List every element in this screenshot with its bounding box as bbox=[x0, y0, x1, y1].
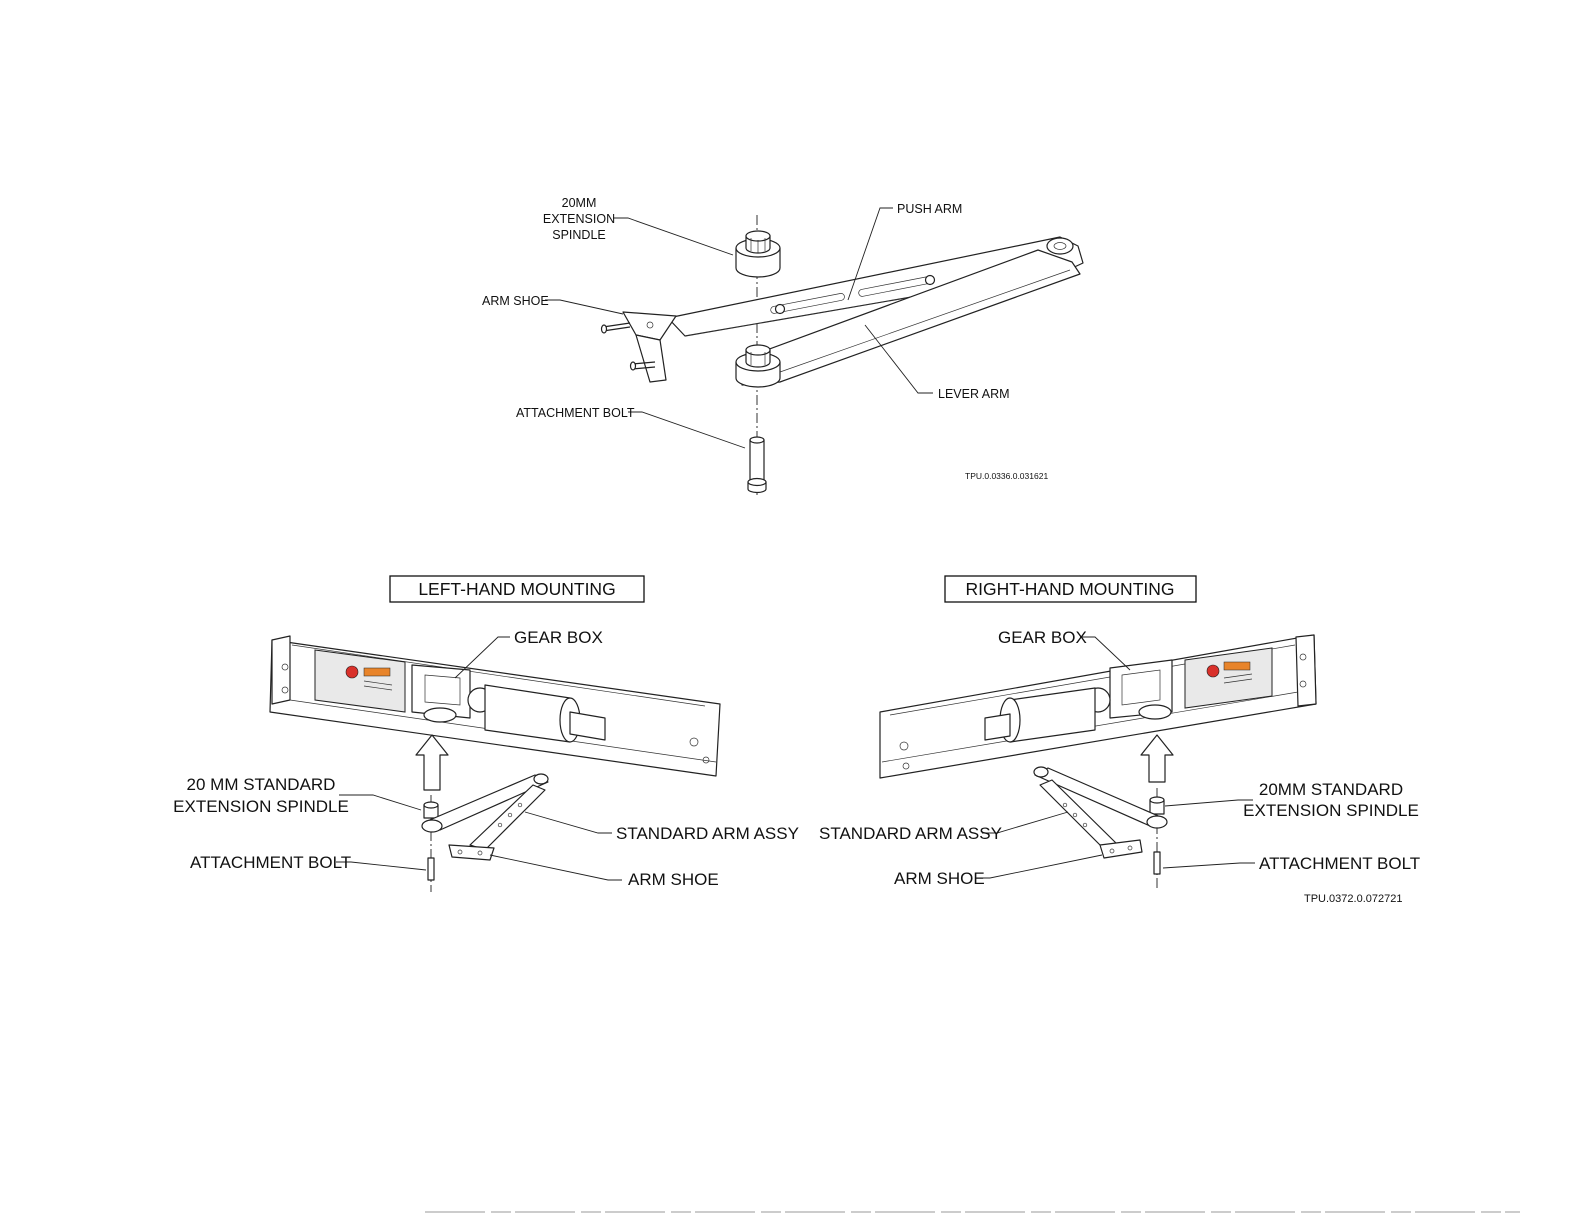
extension-spindle bbox=[735, 230, 781, 278]
arm-shoe bbox=[600, 311, 677, 383]
right-gear-box-label: GEAR BOX bbox=[998, 628, 1087, 647]
lever-arm-hub bbox=[735, 344, 781, 388]
left-spindle-label-line2: EXTENSION SPINDLE bbox=[173, 797, 349, 816]
left-spindle bbox=[423, 801, 439, 819]
left-spindle-label-line1: 20 MM STANDARD bbox=[187, 775, 336, 794]
right-standard-arm-assy bbox=[1033, 766, 1168, 851]
left-attachment-bolt-label: ATTACHMENT BOLT bbox=[190, 853, 351, 872]
left-gear-box-label: GEAR BOX bbox=[514, 628, 603, 647]
right-operator-housing bbox=[879, 634, 1317, 779]
left-install-arrow bbox=[415, 734, 449, 791]
left-arm-shoe bbox=[448, 844, 495, 861]
right-install-arrow bbox=[1140, 734, 1174, 783]
top-reference-code: TPU.0.0336.0.031621 bbox=[965, 471, 1048, 481]
push-arm-label: PUSH ARM bbox=[897, 202, 962, 216]
right-attachment-bolt-label: ATTACHMENT BOLT bbox=[1259, 854, 1420, 873]
right-hand-mounting: RIGHT-HAND MOUNTING bbox=[819, 575, 1420, 905]
right-arm-assy-label: STANDARD ARM ASSY bbox=[819, 824, 1002, 843]
left-arm-shoe-label: ARM SHOE bbox=[628, 870, 719, 889]
right-spindle bbox=[1149, 796, 1165, 815]
left-arm-assy-label: STANDARD ARM ASSY bbox=[616, 824, 799, 843]
right-attachment-bolt bbox=[1153, 851, 1161, 875]
lever-arm bbox=[741, 249, 1081, 386]
spindle-label-line2: EXTENSION bbox=[543, 212, 615, 226]
spindle-label-line1: 20MM bbox=[562, 196, 597, 210]
right-spindle-label-line1: 20MM STANDARD bbox=[1259, 780, 1403, 799]
left-standard-arm-assy bbox=[421, 773, 549, 851]
spindle-label-line3: SPINDLE bbox=[552, 228, 606, 242]
lever-arm-label: LEVER ARM bbox=[938, 387, 1010, 401]
push-arm bbox=[667, 236, 1084, 337]
attachment-bolt-label: ATTACHMENT BOLT bbox=[516, 406, 635, 420]
right-mounting-title: RIGHT-HAND MOUNTING bbox=[965, 579, 1174, 599]
left-mounting-title: LEFT-HAND MOUNTING bbox=[418, 579, 615, 599]
right-arm-shoe bbox=[1099, 839, 1143, 859]
left-hand-mounting: LEFT-HAND MOUNTING bbox=[173, 575, 799, 892]
arm-shoe-label: ARM SHOE bbox=[482, 294, 549, 308]
left-attachment-bolt bbox=[427, 857, 435, 881]
right-spindle-label-line2: EXTENSION SPINDLE bbox=[1243, 801, 1419, 820]
arm-exploded-view: 20MM EXTENSION SPINDLE PUSH ARM ARM SHOE… bbox=[482, 196, 1084, 495]
right-arm-shoe-label: ARM SHOE bbox=[894, 869, 985, 888]
bottom-reference-code: TPU.0372.0.072721 bbox=[1304, 893, 1402, 905]
attachment-bolt bbox=[747, 436, 767, 494]
left-operator-housing bbox=[269, 635, 721, 777]
